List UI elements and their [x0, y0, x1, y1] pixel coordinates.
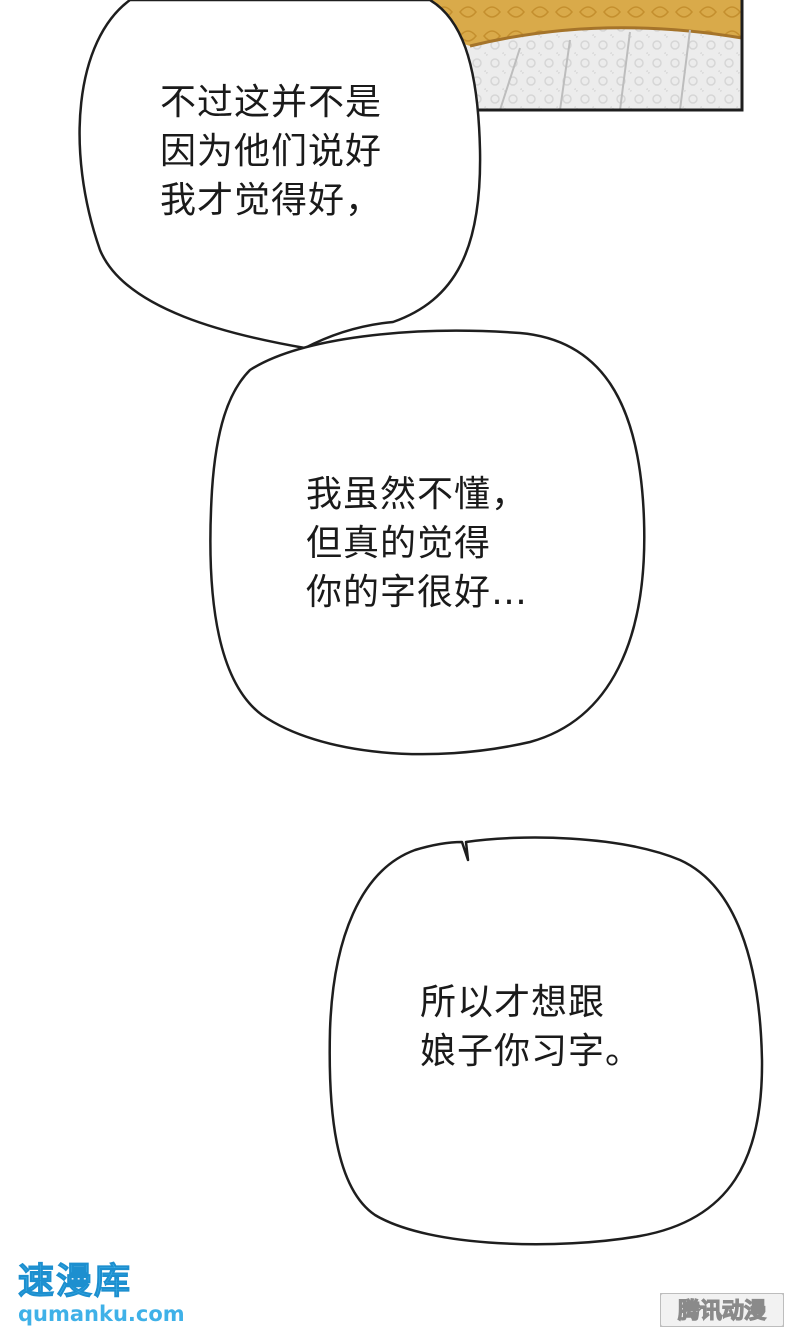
bubble-1-text: 不过这并不是 因为他们说好 我才觉得好， [160, 82, 383, 221]
speech-bubble-1 [78, 0, 482, 350]
bubble-2-text: 我虽然不懂， 但真的觉得 你的字很好… [306, 474, 529, 613]
speech-bubble-3 [328, 836, 764, 1246]
bubble-3-text: 所以才想跟 娘子你习字。 [420, 982, 643, 1072]
watermark-tencent-logo: 腾讯动漫 [660, 1293, 784, 1327]
speech-bubble-2 [209, 329, 646, 756]
watermark-tencent-text: 腾讯动漫 [678, 1299, 766, 1324]
watermark-qumanku: 速漫库 qumanku.com [18, 1261, 185, 1326]
watermark-qumanku-url: qumanku.com [18, 1302, 185, 1326]
watermark-qumanku-title: 速漫库 [18, 1261, 133, 1302]
